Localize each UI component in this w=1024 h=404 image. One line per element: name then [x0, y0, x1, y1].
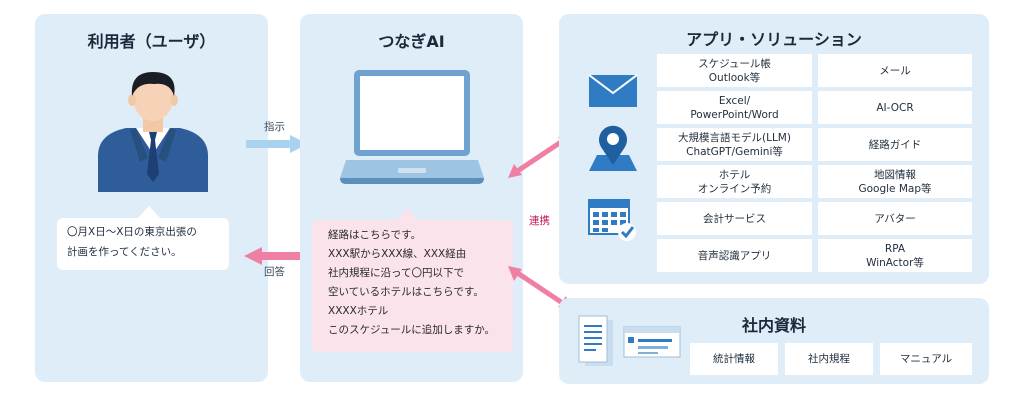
instruction-arrow: [246, 135, 308, 153]
app-item-line: 大規模言語モデル(LLM): [678, 131, 791, 144]
app-item-line: オンライン予約: [697, 182, 772, 195]
app-item-line: PowerPoint/Word: [690, 108, 779, 121]
app-item-line: RPA: [884, 242, 906, 255]
calendar-icon: [588, 199, 636, 241]
user-request-line: 計画を作ってください。: [67, 246, 182, 258]
mail-icon: [588, 74, 638, 107]
app-item-line: ChatGPT/Gemini等: [686, 145, 783, 158]
ai-response-line: このスケジュールに追加しますか。: [328, 324, 496, 336]
internal-item-manual: マニュアル: [880, 343, 972, 375]
app-item-hotel: ホテル オンライン予約: [657, 165, 812, 198]
app-item-rpa: RPA WinActor等: [818, 239, 972, 272]
internal-item-regulations: 社内規程: [785, 343, 873, 375]
ai-response-line: 空いているホテルはこちらです。: [328, 286, 484, 298]
user-panel-title: 利用者（ユーザ）: [87, 32, 216, 51]
apps-panel-title: アプリ・ソリューション: [686, 30, 862, 49]
ai-response-line: 経路はこちらです。: [328, 229, 422, 241]
app-item-office: Excel/ PowerPoint/Word: [657, 91, 812, 124]
document-icon: [578, 315, 613, 366]
app-item-line: 地図情報: [874, 168, 916, 181]
answer-arrow: [244, 247, 306, 265]
app-item-line: 経路ガイド: [868, 138, 922, 151]
internal-item-statistics: 統計情報: [690, 343, 778, 375]
app-item-avatar: アバター: [818, 202, 972, 235]
app-item-line: Google Map等: [858, 182, 932, 195]
app-item-line: AI-OCR: [876, 101, 914, 114]
form-icon: [623, 326, 681, 358]
app-item-line: 音声認識アプリ: [697, 249, 772, 262]
app-item-mail: メール: [818, 54, 972, 87]
internal-item-label: マニュアル: [899, 353, 953, 365]
app-item-line: Excel/: [718, 94, 751, 107]
internal-item-label: 社内規程: [808, 353, 850, 365]
app-item-line: メール: [879, 64, 911, 77]
app-item-line: WinActor等: [866, 256, 924, 269]
businessman-icon: [98, 72, 208, 192]
laptop-icon: [340, 70, 484, 184]
app-item-line: ホテル: [718, 168, 751, 181]
answer-label: 回答: [264, 266, 285, 278]
ai-response-line: XXX駅からXXX線、XXX経由: [328, 248, 467, 260]
ai-response-line: XXXXホテル: [328, 305, 389, 317]
internal-item-label: 統計情報: [713, 353, 755, 365]
app-item-schedule: スケジュール帳 Outlook等: [657, 54, 812, 87]
ai-response-bubble: 経路はこちらです。 XXX駅からXXX線、XXX経由 社内規程に沿って〇円以下で…: [312, 208, 513, 352]
app-item-llm: 大規模言語モデル(LLM) ChatGPT/Gemini等: [657, 128, 812, 161]
app-item-route-guide: 経路ガイド: [818, 128, 972, 161]
link-label: 連携: [529, 215, 550, 227]
instruction-label: 指示: [264, 121, 285, 133]
user-request-line: 〇月X日～X日の東京出張の: [67, 226, 197, 238]
app-item-ai-ocr: AI-OCR: [818, 91, 972, 124]
app-item-line: スケジュール帳: [698, 57, 771, 70]
internal-docs-title: 社内資料: [741, 316, 806, 335]
ai-response-line: 社内規程に沿って〇円以下で: [328, 267, 464, 279]
app-item-speech: 音声認識アプリ: [657, 239, 812, 272]
map-pin-icon: [589, 125, 637, 171]
app-item-map: 地図情報 Google Map等: [818, 165, 972, 198]
app-item-line: アバター: [874, 212, 916, 225]
ai-panel-title: つなぎAI: [378, 32, 445, 51]
app-item-line: Outlook等: [708, 71, 761, 84]
app-item-line: 会計サービス: [703, 212, 766, 225]
app-item-accounting: 会計サービス: [657, 202, 812, 235]
user-request-bubble: 〇月X日～X日の東京出張の 計画を作ってください。: [57, 206, 229, 270]
